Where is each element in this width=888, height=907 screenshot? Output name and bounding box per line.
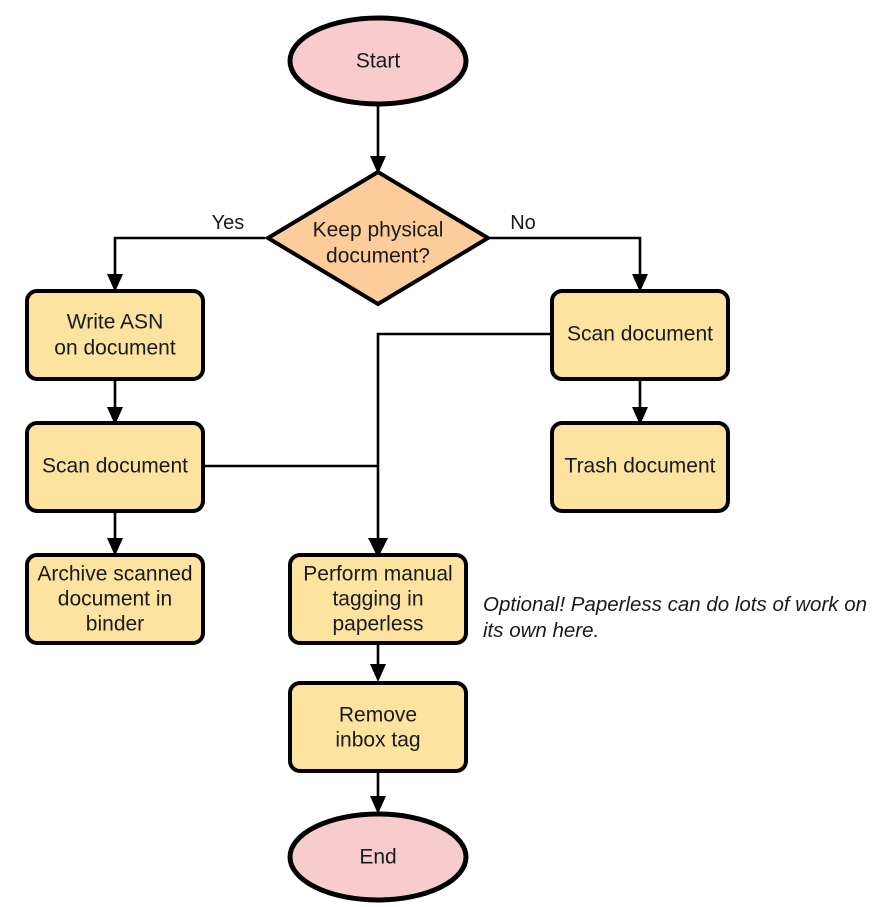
write-asn-label-line2: on document: [54, 337, 176, 360]
scan-left-box: [25, 421, 205, 513]
edge-decision-no-to-scan-right: [490, 236, 648, 292]
node-scan-document-right[interactable]: Scan document: [550, 289, 730, 381]
archive-label-line3: binder: [86, 613, 144, 636]
node-archive-scanned-document[interactable]: Archive scanned document in binder: [25, 553, 205, 645]
scan-left-label: Scan document: [42, 455, 188, 478]
node-start[interactable]: Start: [287, 15, 469, 107]
write-asn-label-line1: Write ASN: [67, 311, 163, 334]
archive-label-line2: document in: [58, 588, 172, 611]
remove-inbox-label-line1: Remove: [339, 704, 417, 727]
tagging-label-line2: tagging in: [332, 588, 423, 611]
scan-right-box: [550, 289, 730, 381]
trash-label: Trash document: [565, 455, 716, 478]
remove-inbox-label-line2: inbox tag: [335, 729, 420, 752]
node-write-asn[interactable]: Write ASN on document: [25, 289, 205, 381]
end-ellipse: [287, 811, 469, 903]
scan-right-label: Scan document: [567, 323, 713, 346]
edge-scan-left-to-archive: [107, 511, 123, 556]
node-end[interactable]: End: [287, 811, 469, 903]
write-asn-box: [25, 289, 205, 381]
edge-decision-yes-to-write-asn: [107, 236, 265, 292]
decision-label-line2: document?: [326, 245, 430, 268]
tagging-label-line1: Perform manual: [303, 563, 452, 586]
decision-label-line1: Keep physical: [313, 219, 444, 242]
edge-scan-right-to-trash: [632, 379, 648, 425]
edge-remove-inbox-to-end: [370, 771, 386, 814]
node-remove-inbox-tag[interactable]: Remove inbox tag: [288, 681, 468, 773]
annotation-line2: its own here.: [483, 619, 599, 642]
edge-label-yes: Yes: [212, 212, 245, 234]
decision-diamond: [264, 169, 492, 307]
node-trash-document[interactable]: Trash document: [550, 421, 730, 513]
start-ellipse: [287, 15, 469, 107]
start-label: Start: [356, 50, 401, 73]
archive-label-line1: Archive scanned: [37, 563, 192, 586]
trash-box: [550, 421, 730, 513]
edge-label-no: No: [510, 212, 536, 234]
tagging-label-line3: paperless: [332, 613, 423, 636]
annotation-optional-note: Optional! Paperless can do lots of work …: [483, 593, 867, 642]
annotation-line1: Optional! Paperless can do lots of work …: [483, 593, 867, 616]
edge-scan-right-to-tagging: [368, 332, 552, 558]
edge-tagging-to-remove-inbox: [370, 643, 386, 682]
end-label: End: [359, 846, 396, 869]
edge-start-to-decision: [370, 104, 386, 174]
node-decision-keep-physical-document[interactable]: Keep physical document?: [264, 169, 492, 307]
tagging-box: [288, 553, 468, 645]
node-scan-document-left[interactable]: Scan document: [25, 421, 205, 513]
remove-inbox-box: [288, 681, 468, 773]
edge-write-asn-to-scan-left: [107, 379, 123, 425]
archive-box: [25, 553, 205, 645]
node-perform-manual-tagging[interactable]: Perform manual tagging in paperless: [288, 553, 468, 645]
